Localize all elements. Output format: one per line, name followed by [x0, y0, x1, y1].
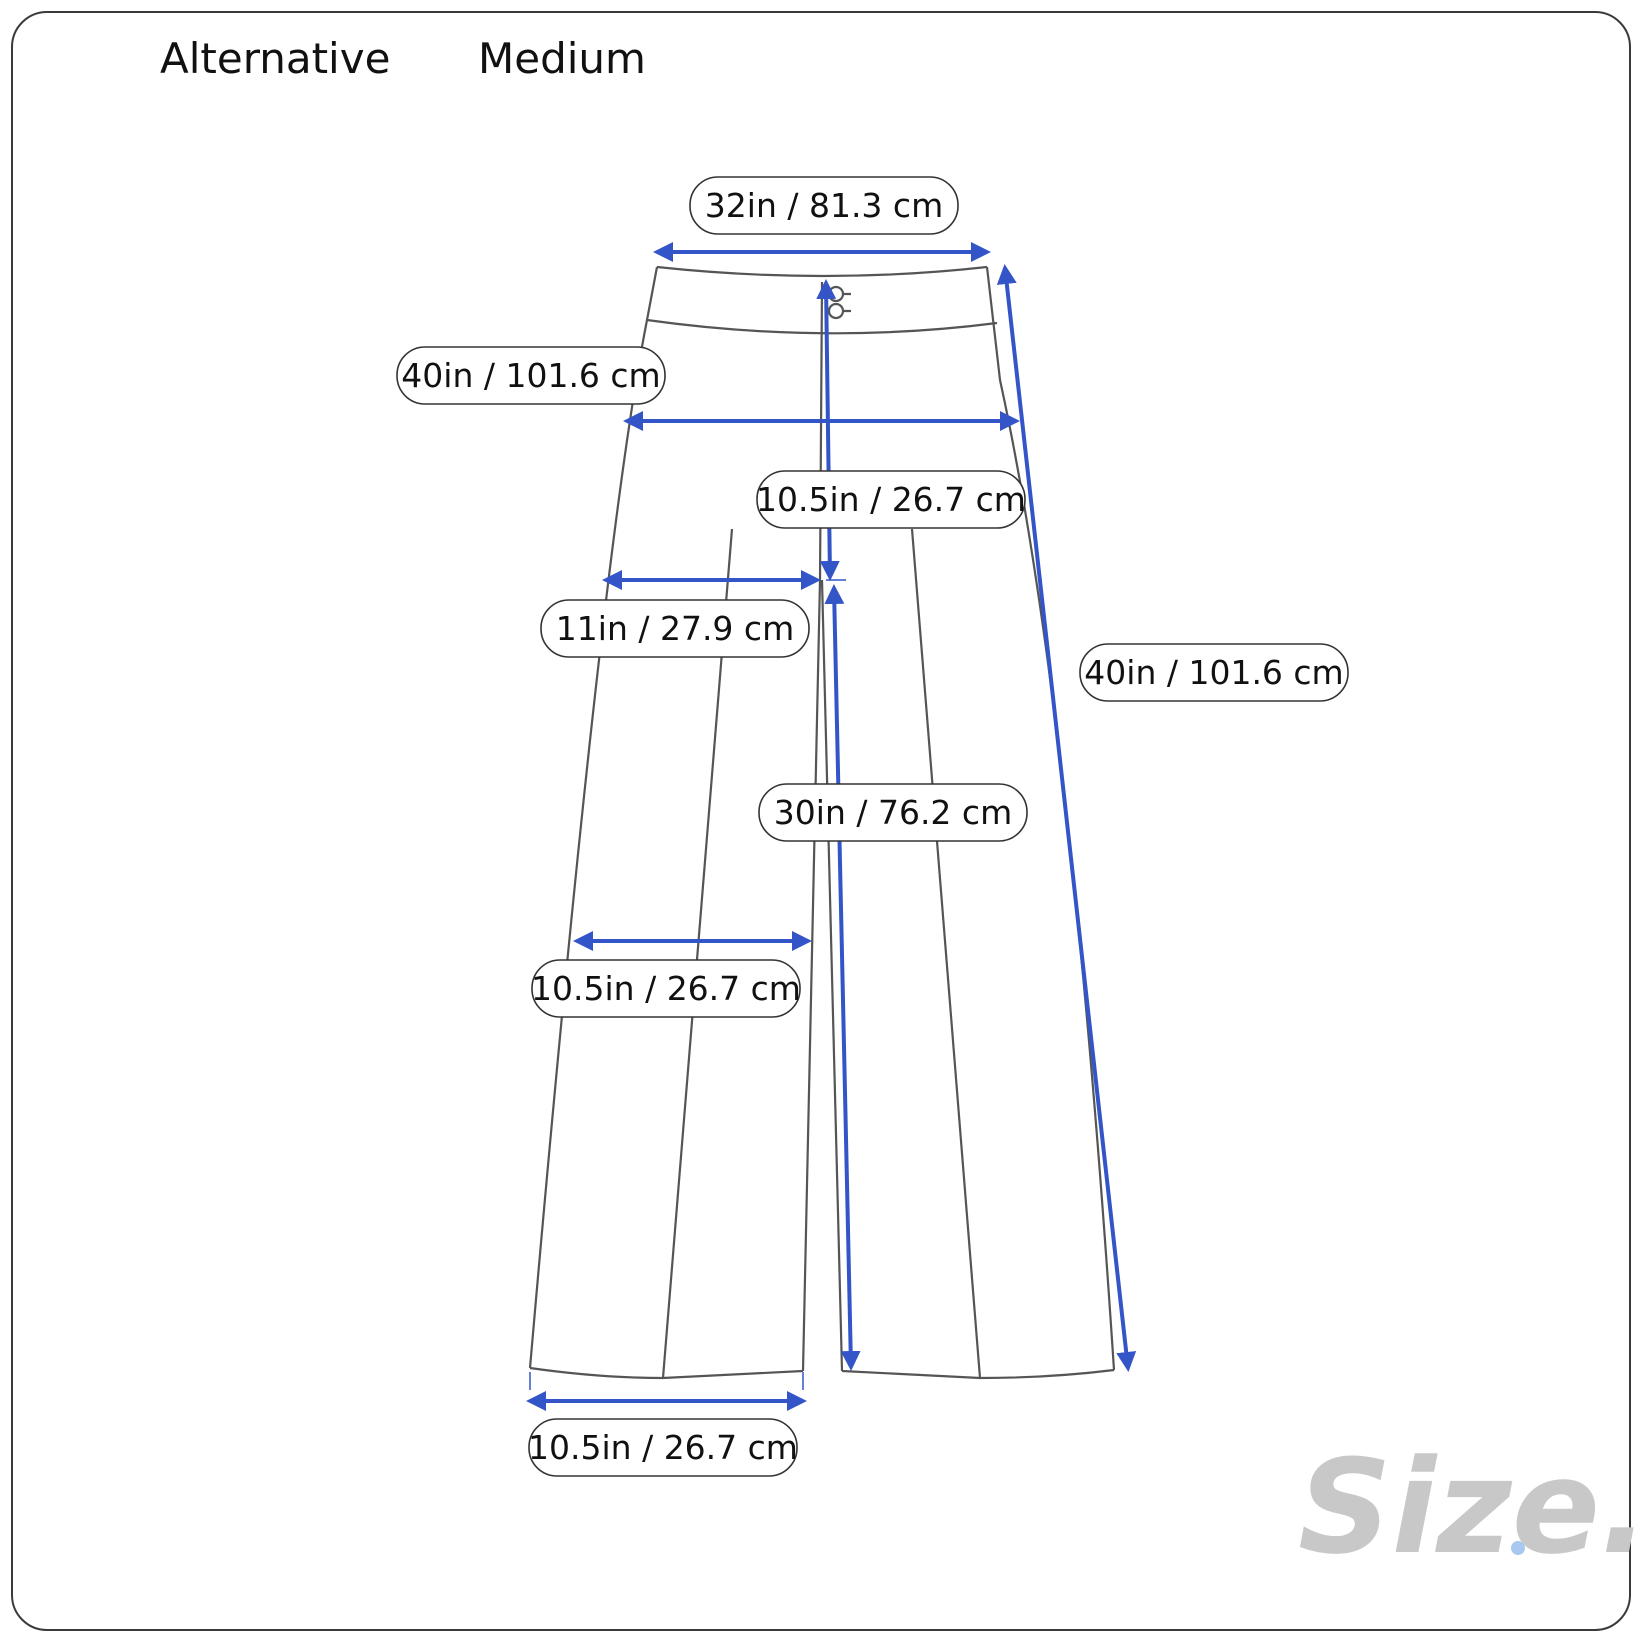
button-top: [827, 285, 845, 303]
svg-text:11in / 27.9 cm: 11in / 27.9 cm: [556, 609, 794, 648]
brand-label: Alternative: [160, 34, 391, 83]
label-outseam: 40in / 101.6 cm: [1079, 643, 1349, 702]
label-hip: 40in / 101.6 cm: [396, 346, 666, 405]
button-bottom: [827, 302, 845, 320]
svg-text:30in / 76.2 cm: 30in / 76.2 cm: [774, 793, 1012, 832]
svg-text:10.5in / 26.7 cm: 10.5in / 26.7 cm: [528, 1428, 798, 1467]
label-knee: 10.5in / 26.7 cm: [531, 959, 801, 1018]
outseam-arrow: [996, 264, 1137, 1372]
label-front-rise: 10.5in / 26.7 cm: [756, 470, 1026, 529]
svg-text:40in / 101.6 cm: 40in / 101.6 cm: [401, 356, 660, 395]
rise-arrow: [816, 279, 840, 581]
logo-dot: [1511, 1541, 1525, 1555]
inseam-arrow: [824, 584, 861, 1371]
label-inseam: 30in / 76.2 cm: [758, 783, 1028, 842]
svg-text:10.5in / 26.7 cm: 10.5in / 26.7 cm: [531, 969, 801, 1008]
label-thigh: 11in / 27.9 cm: [540, 599, 810, 658]
label-waist: 32in / 81.3 cm: [689, 176, 959, 235]
svg-text:10.5in / 26.7 cm: 10.5in / 26.7 cm: [756, 480, 1026, 519]
size-label: Medium: [478, 34, 646, 83]
svg-text:40in / 101.6 cm: 40in / 101.6 cm: [1084, 653, 1343, 692]
label-leg-opening: 10.5in / 26.7 cm: [528, 1418, 798, 1477]
sizely-logo: Size.ly: [1298, 1431, 1640, 1583]
svg-text:Size.ly: Size.ly: [1298, 1431, 1640, 1583]
svg-text:32in / 81.3 cm: 32in / 81.3 cm: [705, 186, 943, 225]
